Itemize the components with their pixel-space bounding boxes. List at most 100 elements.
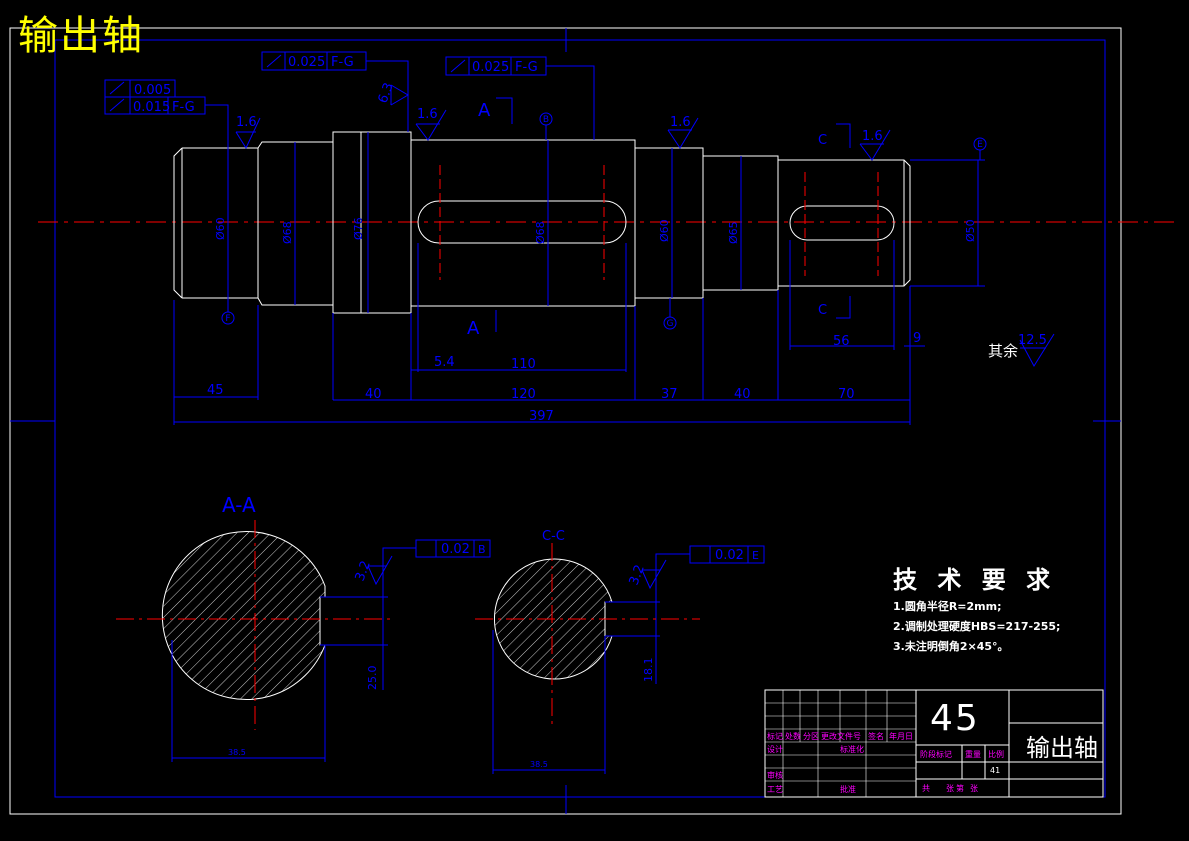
tb-date: 年月日 [889, 731, 913, 741]
section-c-ref: E [752, 549, 759, 562]
tb-std: 标准化 [840, 744, 864, 754]
tb-approve: 批准 [840, 784, 856, 794]
roughness-values: 1.6 1.6 1.6 1.6 6.3 12.5 3.2 3.2 [236, 81, 1047, 588]
dim-110: 110 [511, 357, 536, 372]
section-a-ref: B [478, 543, 486, 556]
datum-f: F [225, 314, 230, 324]
tol-mid-right: 0.025 [472, 60, 509, 75]
dim-70: 70 [838, 387, 855, 402]
keyway-centers [439, 165, 879, 280]
tech-requirements-title: 技 术 要 求 [893, 566, 1057, 594]
diameter-labels: Ø60 Ø68 Ø76 Ø68 Ø60 Ø65 Ø50 [214, 217, 977, 244]
ra-5: 6.3 [376, 81, 397, 106]
part-name: 输出轴 [1026, 734, 1098, 762]
tolerance-values: 0.005 0.015 F-G 0.025 F-G 0.025 F-G [133, 55, 538, 115]
tb-total: 共 [922, 784, 930, 793]
dim-397: 397 [529, 409, 554, 424]
dia-1: Ø60 [214, 217, 227, 240]
inner-frame [54, 39, 1106, 798]
dim-120: 120 [511, 387, 536, 402]
tb-process: 工艺 [767, 785, 783, 794]
dia-7: Ø50 [964, 219, 977, 242]
length-labels: 45 40 120 37 40 70 397 5.4 110 56 9 [207, 331, 921, 424]
datum-g: G [667, 319, 674, 329]
dia-5: Ø60 [658, 219, 671, 242]
outer-frame [9, 27, 1122, 815]
dia-3: Ø76 [352, 217, 365, 240]
datum-b: B [543, 115, 549, 125]
cut-a-top: A [478, 100, 491, 121]
section-c-labels: C-C 0.02 E 18.1 38.5 [530, 529, 759, 769]
tol-mid-left-ref: F-G [331, 55, 354, 70]
tol-mid-left: 0.025 [288, 55, 325, 70]
section-c-title: C-C [542, 529, 565, 544]
dim-40a: 40 [365, 387, 382, 402]
cut-c-bottom: C [818, 303, 827, 318]
ra-4: 1.6 [862, 129, 883, 144]
tb-design: 设计 [767, 744, 783, 754]
ra-6: 3.2 [353, 559, 374, 584]
tech-requirement-3: 3.未注明倒角2×45°。 [893, 640, 1009, 653]
tb-scale-val: 41 [990, 766, 1000, 775]
keyway-a [417, 200, 627, 244]
datum-e: E [977, 140, 983, 150]
section-c-tol: 0.02 [715, 548, 744, 563]
dim-56: 56 [833, 334, 850, 349]
section-cut-marks [495, 97, 851, 332]
dim-45: 45 [207, 383, 224, 398]
section-a-a [116, 520, 491, 762]
section-c-key: 18.1 [642, 658, 655, 683]
other-roughness-label: 其余 [988, 342, 1019, 360]
diameter-dim-lines [227, 132, 985, 313]
datum-letters: B E F G [225, 115, 983, 329]
tb-weight: 重量 [965, 749, 981, 759]
tech-requirement-2: 2.调制处理硬度HBS=217-255; [893, 620, 1061, 633]
tol-left-ref: F-G [172, 100, 195, 115]
tb-page2: 张 [970, 784, 978, 793]
tolerance-frames [104, 51, 595, 148]
ra-3: 1.6 [670, 115, 691, 130]
tol-left-top: 0.005 [134, 83, 171, 98]
section-a-width: 38.5 [228, 748, 246, 757]
dim-9: 9 [913, 331, 921, 346]
tb-scale: 比例 [988, 749, 1004, 759]
section-c-width: 38.5 [530, 760, 548, 769]
title-block-grid [765, 690, 916, 797]
tb-sheet: 张 [946, 784, 954, 793]
tol-left-bottom: 0.015 [133, 100, 170, 115]
drawing-title: 输出轴 [18, 13, 144, 59]
dia-4: Ø68 [534, 221, 547, 244]
dim-5-4: 5.4 [434, 355, 455, 370]
dia-6: Ø65 [727, 221, 740, 244]
dia-2: Ø68 [281, 221, 294, 244]
title-block [764, 689, 1104, 798]
ra-2: 1.6 [417, 107, 438, 122]
keyway-c [789, 205, 895, 241]
cut-c-top: C [818, 133, 827, 148]
cut-a-bottom: A [467, 318, 480, 339]
tb-page: 第 [956, 783, 964, 793]
section-c-c [475, 543, 765, 774]
tb-doc: 更改文件号 [821, 731, 861, 741]
tol-mid-right-ref: F-G [515, 60, 538, 75]
material-label: 45 [930, 698, 980, 739]
section-a-tol: 0.02 [441, 542, 470, 557]
tech-requirement-1: 1.圆角半径R=2mm; [893, 600, 1002, 613]
dim-37: 37 [661, 387, 678, 402]
tb-mark: 标记 [767, 731, 783, 741]
datum-markers [221, 112, 987, 330]
roughness-symbols [235, 84, 1055, 590]
section-a-key: 25.0 [366, 666, 379, 691]
dim-40b: 40 [734, 387, 751, 402]
runout-icons [109, 54, 466, 112]
tb-check: 审核 [767, 770, 783, 780]
tb-zone: 分区 [803, 732, 819, 741]
section-a-title: A-A [222, 493, 256, 517]
tb-count: 处数 [785, 731, 801, 741]
ra-other: 12.5 [1018, 333, 1047, 348]
tb-sign: 签名 [868, 731, 884, 741]
section-a-labels: A-A 0.02 B 25.0 38.5 [222, 493, 486, 757]
tb-stage: 阶段标记 [920, 749, 952, 759]
section-letters: A A C C [467, 100, 827, 339]
